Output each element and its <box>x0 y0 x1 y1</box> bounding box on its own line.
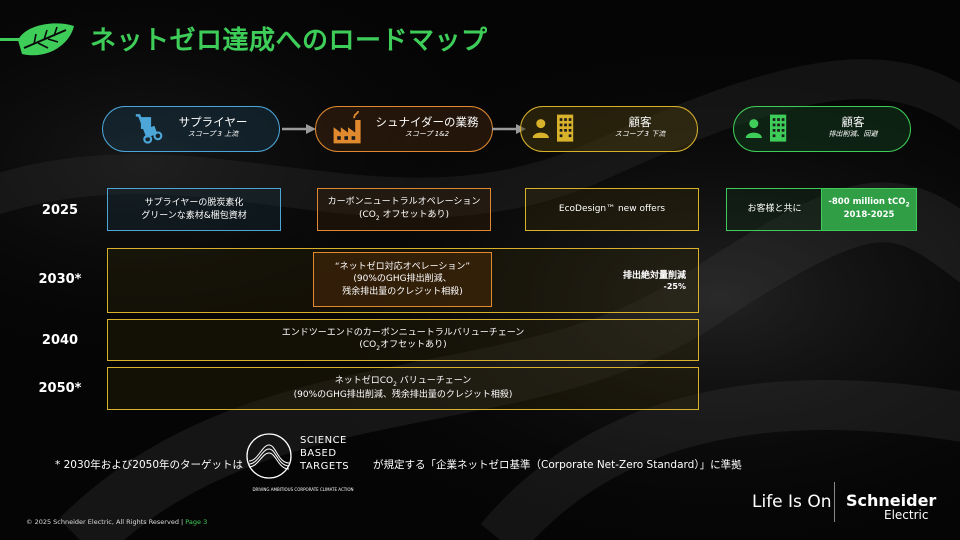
sbti-waves-icon <box>246 433 292 479</box>
phase-scope: スコープ 3 下流 <box>614 129 666 138</box>
box-line: 残余排出量のクレジット相殺) <box>342 286 463 297</box>
band-2040: エンドツーエンドのカーボンニュートラルバリューチェーン (CO2オフセットあり) <box>107 319 699 361</box>
box-line: ネットゼロCO2 バリューチェーン <box>334 376 472 389</box>
electric-logo: Electric <box>884 508 929 522</box>
phase-name: シュナイダーの業務 <box>375 115 479 129</box>
operations-2025-box: カーボンニュートラルオペレーション (CO2 オフセットあり) <box>317 188 491 231</box>
footnote-prefix: * 2030年および2050年のターゲットは <box>55 459 244 471</box>
box-line: エンドツーエンドのカーボンニュートラルバリューチェーン <box>281 327 525 338</box>
logo-divider <box>834 482 835 522</box>
year-label: 2040 <box>41 333 79 348</box>
schneider-logo: Schneider <box>846 491 937 510</box>
box-line: カーボンニュートラルオペレーション <box>327 197 481 208</box>
customer-2025-box: EcoDesign™ new offers <box>525 188 699 231</box>
factory-icon <box>333 111 361 144</box>
operations-2030-box: “ネットゼロ対応オペレーション” (90%のGHG排出削減、 残余排出量のクレジ… <box>313 252 492 307</box>
box-line: (90%のGHG排出削減、 <box>353 274 452 285</box>
person-building-icon <box>532 114 574 142</box>
avoided-2025-box: お客様と共に <box>726 188 822 231</box>
page-number: Page 3 <box>185 518 208 526</box>
phase-customer-downstream: 顧客 スコープ 3 下流 <box>520 106 698 152</box>
copyright: © 2025 Schneider Electric, All Rights Re… <box>26 518 208 526</box>
phase-scope: 排出削減、回避 <box>828 129 878 138</box>
year-label: 2030* <box>38 272 82 287</box>
page-title: ネットゼロ達成へのロードマップ <box>90 26 488 56</box>
year-label: 2025 <box>41 203 79 218</box>
phase-scope: スコープ 1&2 <box>404 129 450 138</box>
phase-customer-avoided: 顧客 排出削減、回避 <box>733 106 911 152</box>
phase-scope: スコープ 3 上流 <box>187 129 239 138</box>
person-building-icon <box>745 114 787 142</box>
box-line: 2018-2025 <box>843 210 895 221</box>
phase-name: 顧客 <box>628 115 652 129</box>
arrow-right-icon <box>282 124 316 134</box>
box-line: グリーンな素材&梱包資材 <box>141 210 247 221</box>
life-is-on-logo: Life Is On <box>752 492 832 512</box>
box-line: (90%のGHG排出削減、残余排出量のクレジット相殺) <box>293 390 513 401</box>
sbti-logo: SCIENCE BASED TARGETS DRIVING AMBITIOUS … <box>242 431 364 497</box>
phase-name: 顧客 <box>841 115 865 129</box>
supplier-2025-box: サプライヤーの脱炭素化 グリーンな素材&梱包資材 <box>107 188 281 231</box>
footnote-suffix: が規定する「企業ネットゼロ基準（Corporate Net-Zero Stand… <box>373 459 742 471</box>
box-line: お客様と共に <box>747 204 802 215</box>
sbti-tagline: DRIVING AMBITIOUS CORPORATE CLIMATE ACTI… <box>252 487 354 492</box>
hand-truck-icon <box>135 114 163 144</box>
leaf-icon <box>0 23 74 56</box>
avoided-value-box: -800 million tCO2 2018-2025 <box>821 188 917 231</box>
reduction-value: -25% <box>663 282 686 291</box>
box-line: -800 million tCO2 <box>828 197 910 210</box>
sbti-text: TARGETS <box>300 461 350 472</box>
sbti-text: SCIENCE <box>300 435 347 446</box>
reduction-label: 排出絶対量削減 <box>622 271 686 281</box>
phase-supplier: サプライヤー スコープ 3 上流 <box>102 106 280 152</box>
sbti-text: BASED <box>300 448 337 459</box>
phase-operations: シュナイダーの業務 スコープ 1&2 <box>315 106 493 152</box>
box-line: (CO2オフセットあり) <box>359 340 447 352</box>
box-line: サプライヤーの脱炭素化 <box>144 198 244 209</box>
box-line: EcoDesign™ new offers <box>558 204 666 215</box>
band-2050: ネットゼロCO2 バリューチェーン (90%のGHG排出削減、残余排出量のクレジ… <box>107 367 699 410</box>
box-line: (CO2 オフセットあり) <box>358 209 450 222</box>
phase-name: サプライヤー <box>178 115 248 129</box>
year-label: 2050* <box>38 381 82 396</box>
box-line: “ネットゼロ対応オペレーション” <box>334 262 471 273</box>
